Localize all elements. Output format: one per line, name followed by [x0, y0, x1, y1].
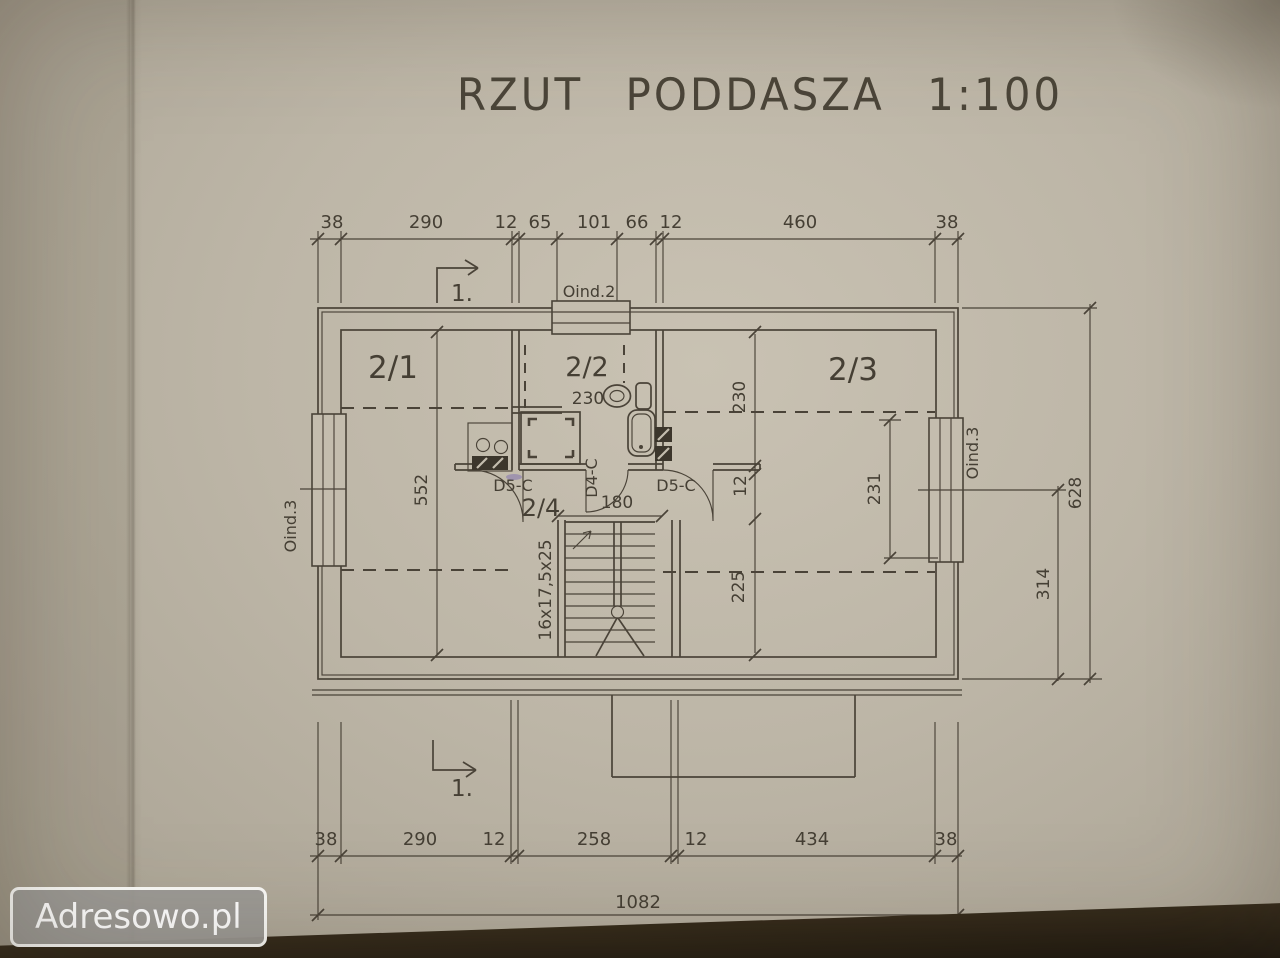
bottom-dimension-chain: 38 290 12 258 12 434 38 [310, 700, 965, 920]
interior-walls [454, 330, 761, 471]
top-dimension-chain: 38 290 12 65 101 66 12 460 38 [310, 212, 965, 303]
drawing-title: RZUT PODDASZA 1:100 [456, 68, 1064, 121]
window-left-label: Oind.3 [281, 500, 300, 553]
dim-top-8: 38 [936, 212, 959, 233]
room-labels: 2/1 2/2 2/3 2/4 230 [368, 350, 878, 522]
dim-top-3: 65 [529, 212, 552, 233]
sink-icon [472, 456, 508, 470]
stairs: 16x17,5x25 [536, 520, 681, 657]
dim-right-chain-2: 225 [729, 571, 749, 603]
dim-bottom-5: 434 [795, 829, 829, 850]
section-arrow-icon [464, 259, 479, 276]
dim-height-overall: 628 [1066, 477, 1086, 509]
adresowo-watermark: Adresowo.pl [10, 887, 267, 947]
vent-duct-icon [655, 427, 672, 461]
window-top: Oind.2 [551, 282, 631, 335]
dim-top-7: 460 [783, 212, 817, 233]
bath-width-dim: 230 [572, 389, 604, 409]
burner-icon [475, 437, 491, 453]
section-marker-top: 1. [436, 259, 479, 307]
right-dimension-chain: 628 314 [918, 301, 1102, 686]
room-2-2-label: 2/2 [565, 352, 608, 383]
dim-stair-width: 180 [601, 493, 633, 513]
dim-top-4: 101 [577, 212, 611, 233]
shower-icon [520, 411, 581, 465]
dim-top-2: 12 [495, 212, 518, 233]
door-middle-swing [585, 469, 629, 513]
window-left: Oind.3 [281, 413, 347, 567]
watermark-text: Adresowo.pl [35, 897, 242, 937]
roof-outline [312, 689, 962, 778]
burner-icon [493, 439, 509, 455]
corner-shadow [1110, 0, 1280, 110]
dim-total-width: 1082 [615, 892, 661, 913]
dim-bottom-0: 38 [315, 829, 338, 850]
door-right-label: D5-C [656, 476, 695, 495]
section-arrow-icon [462, 761, 477, 778]
dim-top-0: 38 [321, 212, 344, 233]
section-top-label: 1. [451, 281, 473, 307]
dim-right-chain-1: 12 [731, 475, 751, 497]
dim-height-lower: 314 [1034, 568, 1054, 600]
dim-bottom-1: 290 [403, 829, 437, 850]
attic-dashed-lines [341, 345, 935, 573]
bathroom-fixtures [506, 382, 672, 480]
dim-window-offset: 231 [865, 473, 885, 505]
door-left-label: D5-C [493, 476, 532, 495]
bathtub-icon [627, 409, 656, 457]
interior-dimensions: 552 230 12 225 231 180 [412, 325, 938, 662]
page-crease [126, 0, 142, 958]
section-markers: 1. 1. [432, 259, 479, 802]
room-2-1-label: 2/1 [368, 350, 418, 386]
section-bottom-label: 1. [451, 776, 473, 802]
dim-bottom-4: 12 [685, 829, 708, 850]
room-2-4-label: 2/4 [522, 494, 561, 522]
section-marker-bottom: 1. [432, 740, 477, 802]
dim-top-1: 290 [409, 212, 443, 233]
door-middle-label: D4-C [582, 458, 601, 497]
stair-direction-arrow [572, 530, 592, 550]
window-right-label: Oind.3 [963, 427, 982, 480]
stairs-spec-label: 16x17,5x25 [536, 539, 556, 640]
dim-bottom-3: 258 [577, 829, 611, 850]
dim-top-5: 66 [626, 212, 649, 233]
doors: D5-C D4-C D5-C [471, 458, 714, 522]
dim-top-6: 12 [660, 212, 683, 233]
pen-smudge [506, 474, 522, 480]
kitchenette [467, 422, 513, 472]
dim-bottom-2: 12 [483, 829, 506, 850]
page-fold-shade [0, 0, 130, 958]
room-2-3-label: 2/3 [828, 352, 878, 388]
dim-bottom-6: 38 [935, 829, 958, 850]
window-top-label: Oind.2 [563, 282, 616, 301]
door-right-swing [662, 469, 714, 521]
toilet-icon [602, 382, 652, 410]
dim-right-chain-0: 230 [730, 381, 750, 413]
dim-room1-depth: 552 [412, 474, 432, 506]
